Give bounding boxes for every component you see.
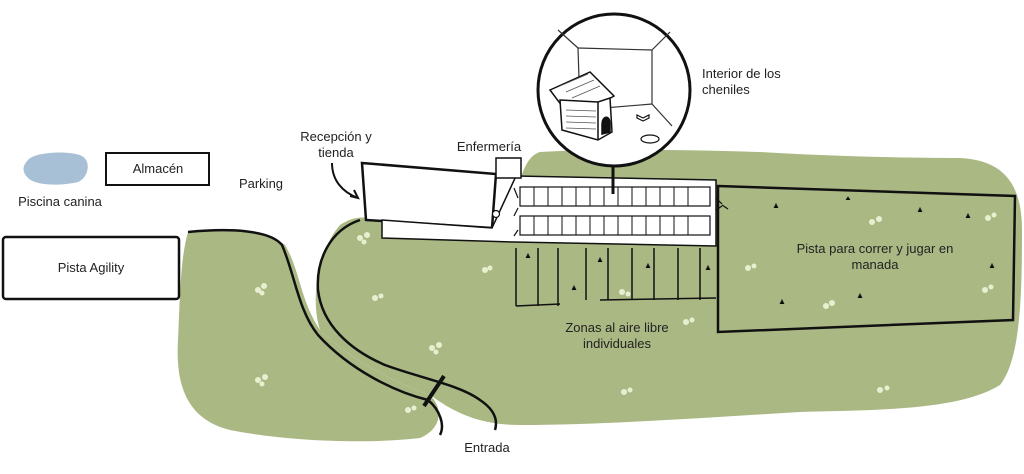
doghouse-icon xyxy=(548,71,616,141)
label-parking: Parking xyxy=(238,176,284,191)
grass-tufts xyxy=(255,212,997,413)
storage-building xyxy=(105,152,210,186)
door-marker xyxy=(491,209,501,219)
label-entrance: Entrada xyxy=(464,440,510,455)
grass-marks xyxy=(525,196,995,305)
outdoor-zones xyxy=(515,248,717,307)
kennel-row-top xyxy=(519,186,711,207)
kennel-interior-inset xyxy=(536,12,692,194)
label-storage: Almacén xyxy=(132,161,184,176)
kennel-row-bottom xyxy=(519,215,711,236)
grass-left xyxy=(177,230,439,442)
kennel-row-top-dividers xyxy=(533,187,689,206)
run-field xyxy=(716,184,1017,334)
grass-main xyxy=(315,149,1022,425)
label-kennel-interior: Interior de los cheniles xyxy=(702,66,781,97)
label-infirmary: Enfermería xyxy=(456,139,522,154)
label-agility: Pista Agility xyxy=(57,260,125,275)
infirmary-building xyxy=(495,157,522,179)
bowl-icon xyxy=(636,114,660,144)
entrance-road xyxy=(187,218,498,436)
dog-pool xyxy=(23,152,88,185)
curved-arrow-icon xyxy=(331,162,359,199)
reception-building xyxy=(360,161,498,230)
label-pool: Piscina canina xyxy=(18,194,102,209)
kennel-row-bottom-dividers xyxy=(533,216,689,235)
label-outdoor-zones: Zonas al aire libre individuales xyxy=(565,320,669,351)
label-run-field: Pista para correr y jugar en manada xyxy=(796,241,954,272)
agility-track xyxy=(1,235,181,301)
label-reception: Recepción y tienda xyxy=(300,129,372,160)
